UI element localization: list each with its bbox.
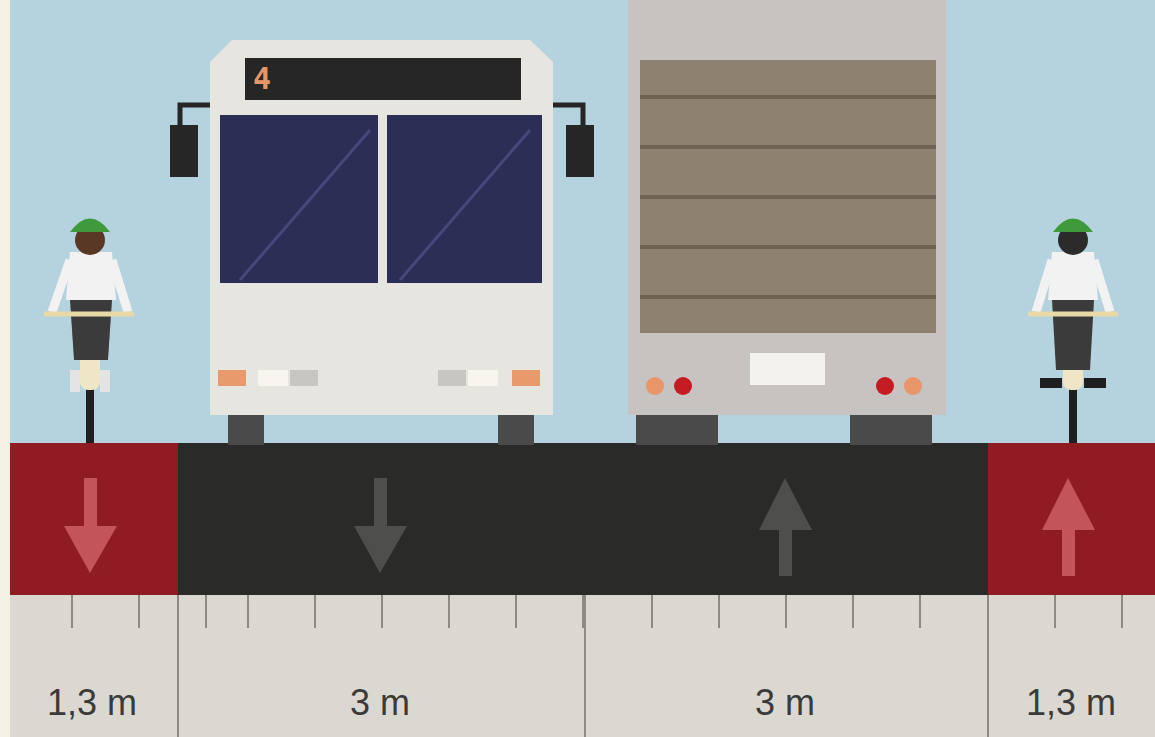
dimension-label: 3 m	[755, 682, 815, 724]
dimension-label: 3 m	[350, 682, 410, 724]
dimension-label: 1,3 m	[1026, 682, 1116, 724]
dimension-label: 1,3 m	[47, 682, 137, 724]
truck	[628, 0, 946, 445]
ruler-ticks	[72, 595, 1122, 628]
bike-lane	[10, 443, 178, 595]
route-number: 4	[253, 62, 271, 96]
car-lanes	[178, 443, 988, 595]
bike-lane	[988, 443, 1155, 595]
cyclist	[44, 219, 134, 444]
cyclist	[1028, 219, 1118, 444]
lane-arrow	[354, 478, 812, 576]
lane-arrow	[64, 478, 1095, 576]
ruler	[10, 595, 1155, 737]
bus	[170, 40, 594, 445]
